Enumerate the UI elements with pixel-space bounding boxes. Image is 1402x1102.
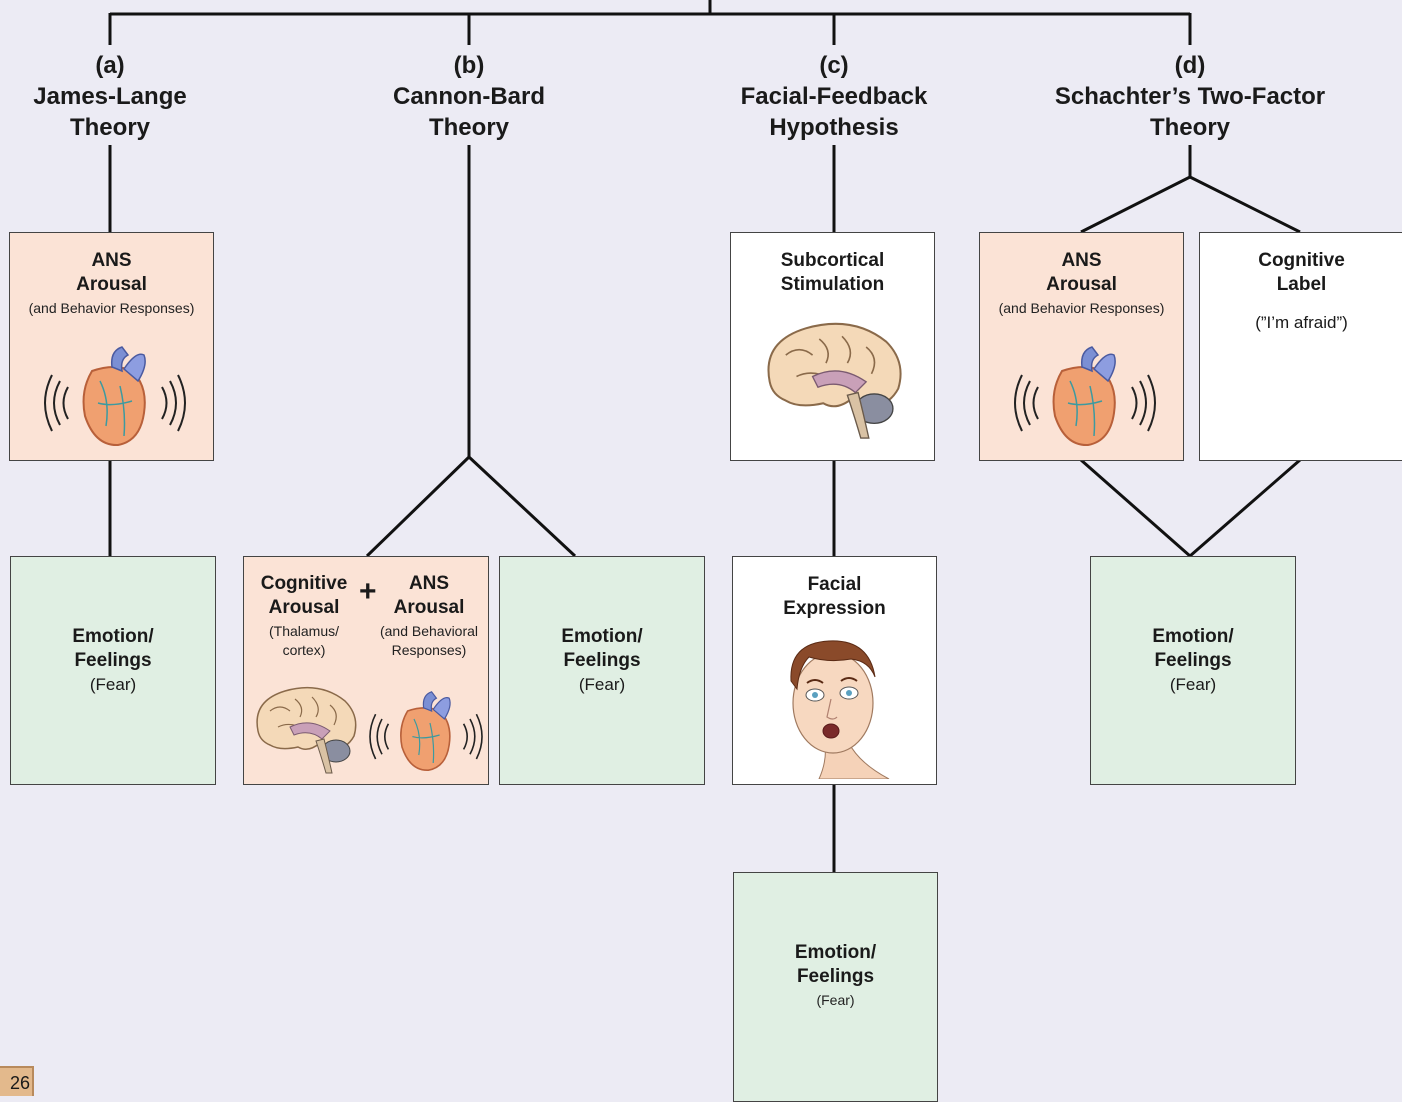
b-ans-arousal: ANS Arousal (and Behavioral Responses)	[372, 572, 486, 660]
theory-name: Theory	[69, 114, 150, 141]
box-subtitle: Responses)	[391, 642, 467, 658]
box-subtitle: (Thalamus/	[268, 623, 340, 639]
d-cognitive-label-box: Cognitive Label (”I’m afraid”)	[1199, 232, 1402, 461]
theory-name: Theory	[1149, 114, 1230, 141]
d-emotion-box: Emotion/ Feelings (Fear)	[1090, 556, 1296, 785]
c-emotion-box: Emotion/ Feelings (Fear)	[733, 872, 938, 1102]
c-facial-expression-box: Facial Expression	[732, 556, 937, 785]
box-title: Arousal	[1046, 274, 1117, 295]
box-title: Feelings	[563, 650, 641, 671]
brain-icon	[767, 322, 902, 439]
box-title: ANS	[91, 250, 132, 271]
box-subtitle: (and Behavior Responses)	[28, 300, 195, 316]
box-title: Cognitive	[1258, 250, 1345, 271]
box-title: Arousal	[76, 274, 147, 295]
box-subtitle: (Fear)	[816, 992, 855, 1008]
box-title: Feelings	[74, 650, 152, 671]
heart-icon	[1014, 346, 1156, 447]
plus-sign: +	[359, 575, 377, 608]
theory-name: Cannon-Bard	[393, 83, 545, 110]
heart-icon	[369, 691, 483, 772]
b-emotion-box: Emotion/ Feelings (Fear)	[499, 556, 705, 785]
theory-letter: (d)	[1174, 52, 1206, 79]
a-ans-arousal-box: ANS Arousal (and Behavior Responses)	[9, 232, 214, 461]
box-subtitle: (and Behavioral	[379, 623, 479, 639]
box-title: Subcortical	[780, 250, 885, 271]
theory-heading-b: (b) Cannon-Bard Theory	[369, 50, 569, 143]
page-number: 26	[0, 1066, 34, 1096]
theory-name: James-Lange	[33, 83, 187, 110]
box-subtitle: (Fear)	[1169, 675, 1217, 694]
box-title: Emotion/	[794, 942, 877, 963]
heart-icon	[44, 346, 186, 447]
cognitive-label-quote: (”I’m afraid”)	[1255, 313, 1348, 332]
theory-heading-c: (c) Facial-Feedback Hypothesis	[714, 50, 954, 143]
box-title: ANS	[1061, 250, 1102, 271]
box-subtitle: (Fear)	[89, 675, 137, 694]
face-icon	[790, 640, 890, 779]
box-title: Feelings	[1154, 650, 1232, 671]
box-title: Facial	[807, 574, 862, 595]
box-title: Feelings	[796, 966, 875, 987]
theory-letter: (a)	[95, 52, 125, 79]
theory-name: Facial-Feedback	[740, 83, 928, 110]
b-cognitive-arousal: Cognitive Arousal (Thalamus/ cortex)	[248, 572, 360, 660]
b-arousal-box: Cognitive Arousal (Thalamus/ cortex) + A…	[243, 556, 489, 785]
box-title: Emotion/	[561, 626, 643, 647]
box-subtitle: (Fear)	[578, 675, 626, 694]
theory-letter: (b)	[453, 52, 485, 79]
theory-heading-a: (a) James-Lange Theory	[10, 50, 210, 143]
brain-icon	[256, 686, 357, 774]
box-title: Emotion/	[1152, 626, 1234, 647]
d-ans-arousal-box: ANS Arousal (and Behavior Responses)	[979, 232, 1184, 461]
box-subtitle: (and Behavior Responses)	[998, 300, 1165, 316]
box-title: ANS	[408, 573, 450, 594]
box-title: Arousal	[268, 597, 340, 618]
theory-name: Schachter’s Two-Factor	[1054, 83, 1326, 110]
box-title: Stimulation	[780, 274, 885, 295]
box-title: Label	[1276, 274, 1327, 295]
box-title: Emotion/	[72, 626, 154, 647]
theory-name: Hypothesis	[769, 114, 899, 141]
box-title: Expression	[783, 598, 886, 619]
box-title: Cognitive	[260, 573, 348, 594]
box-title: Arousal	[393, 597, 465, 618]
theory-name: Theory	[428, 114, 509, 141]
theory-letter: (c)	[819, 52, 849, 79]
c-subcortical-box: Subcortical Stimulation	[730, 232, 935, 461]
box-subtitle: cortex)	[282, 642, 326, 658]
a-emotion-box: Emotion/ Feelings (Fear)	[10, 556, 216, 785]
theory-heading-d: (d) Schachter’s Two-Factor Theory	[1040, 50, 1340, 143]
